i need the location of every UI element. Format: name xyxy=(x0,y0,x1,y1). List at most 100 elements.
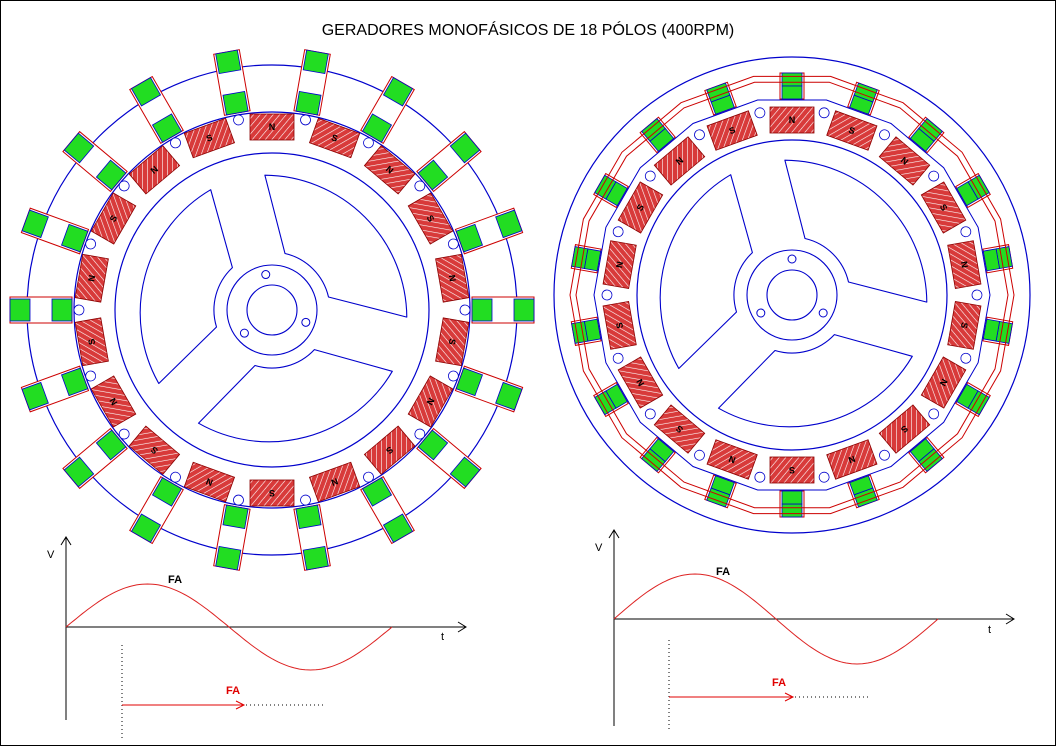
stator-coil xyxy=(908,116,945,154)
left-coils xyxy=(9,49,535,571)
magnet-pole-label: S xyxy=(847,125,856,136)
left-x-label: t xyxy=(441,631,444,643)
stator-coil xyxy=(360,75,415,144)
left-inner-rim xyxy=(114,152,430,468)
rotor-magnet: S xyxy=(878,404,931,461)
stator-polygon-ring xyxy=(569,75,1015,515)
rotor-magnet: N xyxy=(300,461,361,506)
spoke-window xyxy=(784,159,928,303)
rotor-magnet: N xyxy=(653,129,706,186)
magnet-pole-label: N xyxy=(425,396,437,407)
right-arrow-label: FA xyxy=(772,677,786,689)
stator-coil xyxy=(847,81,880,116)
spoke-window xyxy=(139,189,233,385)
magnet-pole-label: N xyxy=(86,274,97,282)
rotor-magnet: S xyxy=(706,107,766,151)
rotor-magnet: N xyxy=(602,226,637,289)
left-spokes xyxy=(139,174,408,443)
spoke-window xyxy=(264,174,408,318)
magnet-pole-label: S xyxy=(674,423,685,435)
rotor-magnet: N xyxy=(947,240,983,301)
stator-coil xyxy=(416,130,482,193)
magnet-pole-label: N xyxy=(149,164,160,176)
right-spokes xyxy=(659,159,928,428)
rotor-magnet: S xyxy=(233,479,295,507)
rotor-magnet: N xyxy=(818,439,878,483)
stator-coil xyxy=(20,207,90,255)
spoke-window xyxy=(197,349,393,443)
rotor-magnet: N xyxy=(74,238,109,303)
stator-coil xyxy=(62,427,128,490)
magnet-pole-label: S xyxy=(959,322,970,330)
stator-coil xyxy=(9,296,73,324)
hub-bolt-hole xyxy=(239,328,249,338)
magnet-pole-label: N xyxy=(108,396,120,407)
hub-outer xyxy=(746,249,838,341)
magnet-pole-label: N xyxy=(938,377,950,388)
rotor-magnet: S xyxy=(435,317,470,382)
rotor-magnet: N xyxy=(694,439,758,480)
rotor-magnet: S xyxy=(617,170,664,234)
stator-coil xyxy=(982,244,1014,274)
rotor-magnet: S xyxy=(363,425,416,483)
hub-bore xyxy=(766,269,818,321)
rotor-magnet: N xyxy=(170,461,236,503)
right-x-arrowhead xyxy=(1005,613,1015,625)
rotor-magnet: S xyxy=(826,110,890,151)
magnet-pole-label: N xyxy=(614,261,625,269)
magnet-pole-label: S xyxy=(108,213,120,223)
stator-coil xyxy=(213,49,251,116)
stator-coil xyxy=(955,381,991,418)
stator-coil xyxy=(593,172,629,209)
magnet-pole-label: N xyxy=(959,261,970,269)
rotor-magnet: S xyxy=(947,301,982,364)
hub-bolt-hole xyxy=(261,270,271,280)
right-y-label: V xyxy=(595,542,603,554)
magnet-pole-label: N xyxy=(899,155,910,167)
rotor-magnet: N xyxy=(920,356,967,420)
stator-coil xyxy=(847,474,880,509)
magnet-pole-label: S xyxy=(447,338,458,346)
stator-coil xyxy=(570,316,602,346)
rotor-magnet: N xyxy=(128,137,181,195)
stator-coil xyxy=(593,381,629,418)
rotor-magnet: N xyxy=(769,106,830,134)
left-y-arrowhead xyxy=(60,536,72,546)
rotor-magnet: S xyxy=(118,425,181,475)
magnet-pole-label: N xyxy=(205,476,215,488)
stator-coil xyxy=(955,172,991,209)
magnet-pole-label: S xyxy=(899,423,910,435)
stator-coil xyxy=(908,436,945,474)
right-sine-wave xyxy=(613,573,939,665)
magnet-pole-label: S xyxy=(425,213,437,223)
magnet-pole-label: S xyxy=(614,322,625,330)
hub-bolt-hole xyxy=(818,308,828,318)
right-inner-rim xyxy=(636,139,948,451)
left-waveform-graph: V t FA FA xyxy=(47,536,467,740)
rotor-magnet: N xyxy=(85,370,137,428)
left-sine-wave xyxy=(65,583,393,671)
stator-coil xyxy=(639,436,676,474)
magnet-pole-label: S xyxy=(635,202,647,212)
right-fa-arrowhead xyxy=(784,692,795,702)
magnet-pole-label: N xyxy=(634,377,646,388)
stator-coil xyxy=(62,130,128,193)
rotor-magnet: N xyxy=(363,145,426,195)
rotor-magnet: N xyxy=(407,375,454,440)
magnet-pole-label: N xyxy=(727,454,737,466)
magnet-pole-label: S xyxy=(269,488,275,498)
left-arrow-label: FA xyxy=(226,685,240,697)
stator-coil xyxy=(129,75,184,144)
stator-coil xyxy=(416,427,482,490)
magnet-pole-label: S xyxy=(330,132,339,143)
diagram-title: GERADORES MONOFÁSICOS DE 18 PÓLOS (400RP… xyxy=(321,22,735,39)
stator-polygon-ring xyxy=(575,81,1009,509)
hub-bolt-hole xyxy=(756,308,766,318)
magnet-pole-label: N xyxy=(847,454,857,466)
left-x-arrowhead xyxy=(457,621,467,633)
rotor-magnet: N xyxy=(878,136,940,186)
stator-coil xyxy=(213,504,251,571)
